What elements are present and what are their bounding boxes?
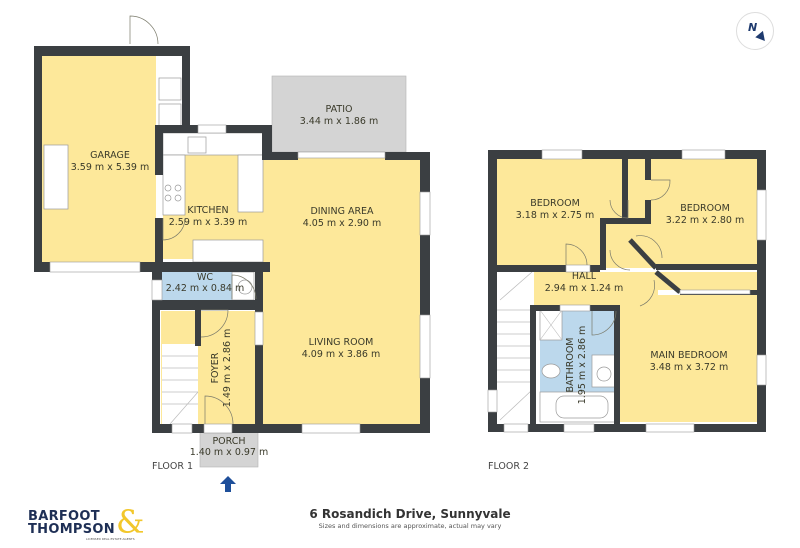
bedroom-2-label: BEDROOM — [680, 203, 730, 214]
main-bedroom-label: MAIN BEDROOM — [650, 350, 727, 361]
bedroom-2-door — [635, 235, 663, 259]
dining-window — [419, 191, 431, 236]
stove-burner-icon — [164, 194, 172, 202]
front-door — [204, 395, 234, 425]
laundry-tub — [158, 77, 182, 101]
living-label: LIVING ROOM — [309, 337, 374, 348]
bedroom-1-window — [541, 149, 583, 160]
north-arrow-icon — [755, 30, 769, 45]
agency-logo: BARFOOT THOMPSON & LICENSED REAL ESTATE … — [28, 506, 168, 546]
wc-label: WC — [197, 272, 213, 283]
main-bedroom-bottom-window — [645, 423, 695, 433]
bedroom-1-doorway — [565, 264, 591, 273]
foyer-inner-door — [200, 309, 229, 338]
dining-dims: 4.05 m x 2.90 m — [303, 218, 382, 229]
logo-line-2: THOMPSON — [28, 522, 115, 537]
bedroom-2-dims: 3.22 m x 2.80 m — [666, 215, 745, 226]
front-door-opening — [203, 423, 233, 434]
logo-ampersand: & — [116, 503, 145, 541]
living-doorway — [254, 311, 264, 346]
bedroom-2-area — [650, 158, 758, 268]
patio-dims: 3.44 m x 1.86 m — [300, 116, 379, 127]
patio-sliding-door — [297, 151, 386, 159]
wc-area — [162, 272, 232, 300]
bedroom-2-side-window — [756, 189, 767, 241]
kitchen-window — [197, 124, 227, 134]
living-window-bottom — [301, 423, 361, 434]
patio-area — [271, 75, 407, 153]
stair-side-window — [487, 389, 498, 413]
dining-living-area — [263, 158, 420, 424]
address-block: 6 Rosandich Drive, Sunnyvale Sizes and d… — [260, 507, 560, 530]
main-bedroom-wardrobe — [658, 272, 758, 290]
compass-n-label: N — [748, 21, 758, 34]
wc-dims: 2.42 m x 0.84 m — [166, 283, 245, 294]
address-title: 6 Rosandich Drive, Sunnyvale — [309, 507, 511, 521]
bathroom-dims: 1.95 m x 2.86 m — [577, 326, 588, 405]
wardrobe-door — [650, 179, 671, 201]
living-window — [419, 314, 431, 379]
wc-door — [231, 274, 257, 300]
bedroom-2-window — [681, 149, 726, 160]
wardrobe-sliding-door — [679, 289, 751, 295]
porch-label: PORCH — [212, 436, 245, 447]
floor-2: BEDROOM 3.18 m x 2.75 m BEDROOM 3.22 m x… — [487, 149, 767, 472]
garage-label: GARAGE — [90, 150, 130, 161]
floor-1-label: FLOOR 1 — [152, 461, 193, 472]
garage-window — [49, 261, 141, 273]
kitchen-counter-top — [162, 132, 264, 156]
bathroom-window — [563, 423, 595, 433]
laundry-sink-icon — [158, 103, 182, 127]
garage-bench — [43, 144, 69, 210]
toilet-icon — [541, 363, 561, 379]
stove-burner-icon — [164, 184, 172, 192]
wc-basin-icon — [237, 279, 253, 295]
stairs-floor-2 — [496, 271, 533, 422]
basin-icon — [596, 366, 612, 382]
stove-burner-icon — [174, 184, 182, 192]
stair-window-2 — [503, 423, 529, 433]
floor-1: GARAGE 3.59 m x 5.39 m PATIO 3.44 m x 1.… — [34, 15, 431, 492]
porch-dims: 1.40 m x 0.97 m — [190, 447, 269, 458]
stairs-floor-1 — [162, 344, 199, 425]
compass: N — [736, 12, 774, 50]
foyer-label: FOYER — [210, 352, 221, 383]
bathtub-basin — [555, 395, 609, 419]
stair-window — [171, 423, 193, 434]
bathroom-door — [591, 310, 617, 336]
stove-burner-icon — [174, 194, 182, 202]
kitchen-counter-bottom — [192, 239, 264, 263]
hall-dims: 2.94 m x 1.24 m — [545, 283, 624, 294]
main-bedroom-area — [620, 295, 758, 422]
kitchen-door — [162, 217, 186, 241]
main-bedroom-window — [756, 354, 767, 386]
address-disclaimer: Sizes and dimensions are approximate, ac… — [318, 522, 502, 530]
bedroom-1-label: BEDROOM — [530, 198, 580, 209]
garage-side-door — [129, 15, 159, 45]
bedroom-1-door — [565, 243, 588, 266]
entry-arrow-icon — [220, 476, 236, 492]
garage-dims: 3.59 m x 5.39 m — [71, 162, 150, 173]
bathroom-label: BATHROOM — [565, 338, 576, 393]
bedroom-1-dims: 3.18 m x 2.75 m — [516, 210, 595, 221]
kitchen-dims: 2.59 m x 3.39 m — [169, 217, 248, 228]
kitchen-sink-icon — [187, 136, 207, 154]
foyer-dims: 1.49 m x 2.86 m — [222, 329, 233, 408]
bathroom-doorway — [559, 304, 591, 312]
living-dims: 4.09 m x 3.86 m — [302, 349, 381, 360]
dining-label: DINING AREA — [310, 206, 374, 217]
main-bedroom-door — [639, 279, 655, 307]
logo-line-1: BARFOOT — [28, 509, 100, 524]
floor-2-label: FLOOR 2 — [488, 461, 529, 472]
linen-door — [609, 199, 629, 219]
main-bedroom-dims: 3.48 m x 3.72 m — [650, 362, 729, 373]
hall-label: HALL — [572, 271, 597, 282]
kitchen-label: KITCHEN — [187, 205, 228, 216]
wc-window — [151, 279, 163, 301]
kitchen-island — [237, 154, 264, 213]
logo-tagline: LICENSED REAL ESTATE AGENTS — [86, 537, 135, 541]
closet-door — [609, 249, 631, 271]
kitchen-counter-left — [162, 154, 186, 216]
patio-label: PATIO — [326, 104, 353, 115]
